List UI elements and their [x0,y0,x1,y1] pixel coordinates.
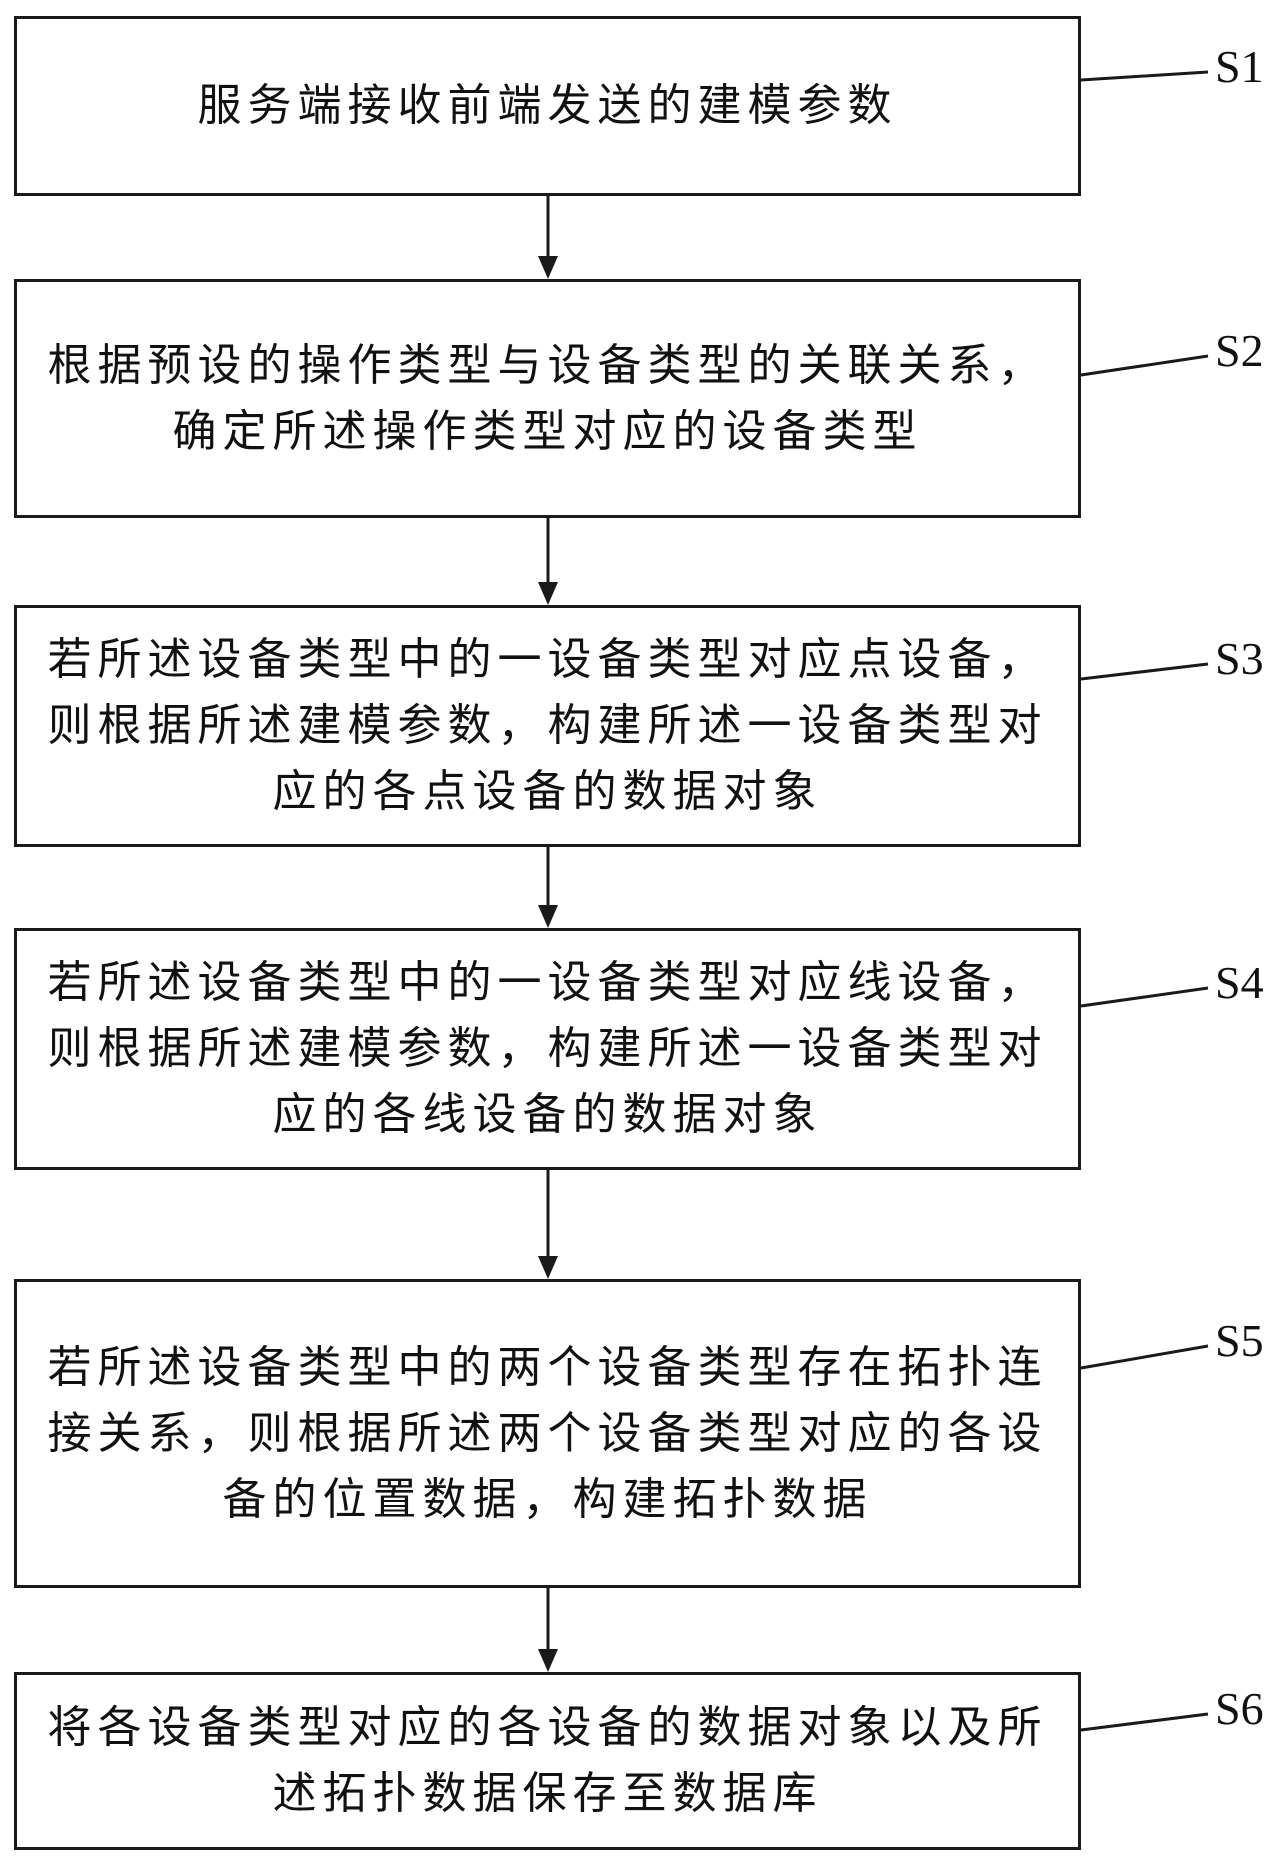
step-label-s3: S3 [1215,633,1264,684]
step-box-s1: 服务端接收前端发送的建模参数 [14,16,1081,196]
step-text-s1: 服务端接收前端发送的建模参数 [197,80,898,131]
step-text-s5: 若所述设备类型中的两个设备类型存在拓扑连接关系，则根据所述两个设备类型对应的各设… [47,1341,1048,1525]
step-label-s6: S6 [1215,1683,1264,1734]
step-box-s6: 将各设备类型对应的各设备的数据对象以及所述拓扑数据保存至数据库 [14,1672,1081,1850]
step-box-s5: 若所述设备类型中的两个设备类型存在拓扑连接关系，则根据所述两个设备类型对应的各设… [14,1279,1081,1588]
step-label-s2: S2 [1215,325,1264,376]
step-box-s4: 若所述设备类型中的一设备类型对应线设备，则根据所述建模参数，构建所述一设备类型对… [14,928,1081,1170]
step-label-s4: S4 [1215,957,1264,1008]
flow-arrow-s3-s4 [538,847,558,928]
step-text-s4: 若所述设备类型中的一设备类型对应线设备，则根据所述建模参数，构建所述一设备类型对… [47,957,1048,1140]
step-label-s5: S5 [1215,1315,1264,1366]
leader-line-s5 [1080,1344,1209,1370]
flow-arrow-s2-s3 [538,518,558,605]
step-box-s2: 根据预设的操作类型与设备类型的关联关系，确定所述操作类型对应的设备类型 [14,279,1081,518]
step-text-s6: 将各设备类型对应的各设备的数据对象以及所述拓扑数据保存至数据库 [47,1702,1048,1819]
step-text-s3: 若所述设备类型中的一设备类型对应点设备，则根据所述建模参数，构建所述一设备类型对… [47,634,1048,817]
leader-line-s2 [1080,354,1209,377]
step-text-s2: 根据预设的操作类型与设备类型的关联关系，确定所述操作类型对应的设备类型 [47,339,1048,457]
step-label-s1: S1 [1215,41,1264,92]
leader-line-s3 [1080,662,1209,681]
leader-line-s6 [1080,1712,1209,1732]
flow-arrow-s5-s6 [538,1588,558,1672]
flow-arrow-s4-s5 [538,1170,558,1279]
leader-line-s4 [1080,986,1209,1008]
flow-arrow-s1-s2 [538,196,558,279]
step-box-s3: 若所述设备类型中的一设备类型对应点设备，则根据所述建模参数，构建所述一设备类型对… [14,605,1081,847]
leader-line-s1 [1080,70,1209,82]
